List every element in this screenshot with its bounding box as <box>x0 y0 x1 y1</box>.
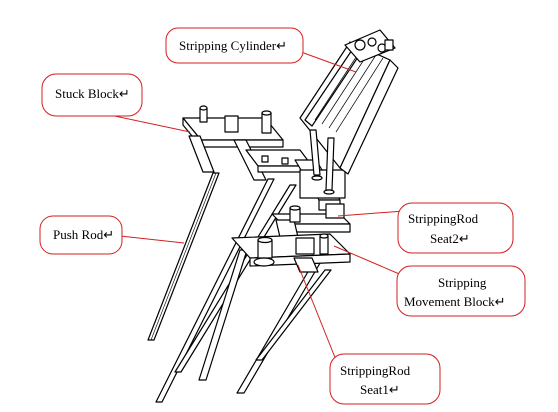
callout-stripping-cylinder <box>165 27 304 64</box>
callout-labels: Stripping Cylinder↵ Stuck Block↵ Push Ro… <box>53 38 506 397</box>
stripping-movement-block-part <box>231 233 351 273</box>
label-stripping-cylinder: Stripping Cylinder↵ <box>179 38 287 53</box>
callout-stripping-rod-seat1 <box>329 353 441 405</box>
leader-push-rod <box>119 235 185 244</box>
stripping-cylinder-part <box>299 29 399 195</box>
leader-stripping-rod-seat2 <box>337 210 405 217</box>
label-stripping-rod-seat2-line2: Seat2↵ <box>430 231 470 246</box>
callout-push-rod <box>39 215 123 255</box>
label-push-rod: Push Rod↵ <box>53 227 114 242</box>
callout-stripping-movement-block <box>396 265 526 317</box>
label-stripping-rod-seat2-line1: StrippingRod <box>408 211 479 226</box>
mechanism-drawing <box>147 29 399 403</box>
leader-stripping-rod-seat1 <box>297 264 339 366</box>
callout-stripping-rod-seat2 <box>397 202 514 254</box>
push-rods <box>147 172 332 403</box>
label-stuck-block: Stuck Block↵ <box>55 86 130 101</box>
leader-stuck-block <box>109 114 191 133</box>
callout-stuck-block <box>41 73 143 117</box>
stuck-block-assembly <box>182 105 313 181</box>
label-stripping-movement-block-line1: Stripping <box>438 275 487 290</box>
leader-lines <box>109 47 405 366</box>
label-stripping-rod-seat1-line2: Seat1↵ <box>360 382 400 397</box>
connector-frame <box>294 159 346 211</box>
label-stripping-movement-block-line2: Movement Block↵ <box>404 294 506 309</box>
label-stripping-rod-seat1-line1: StrippingRod <box>340 363 411 378</box>
leader-stripping-movement-block <box>333 245 405 277</box>
callouts <box>39 27 526 405</box>
